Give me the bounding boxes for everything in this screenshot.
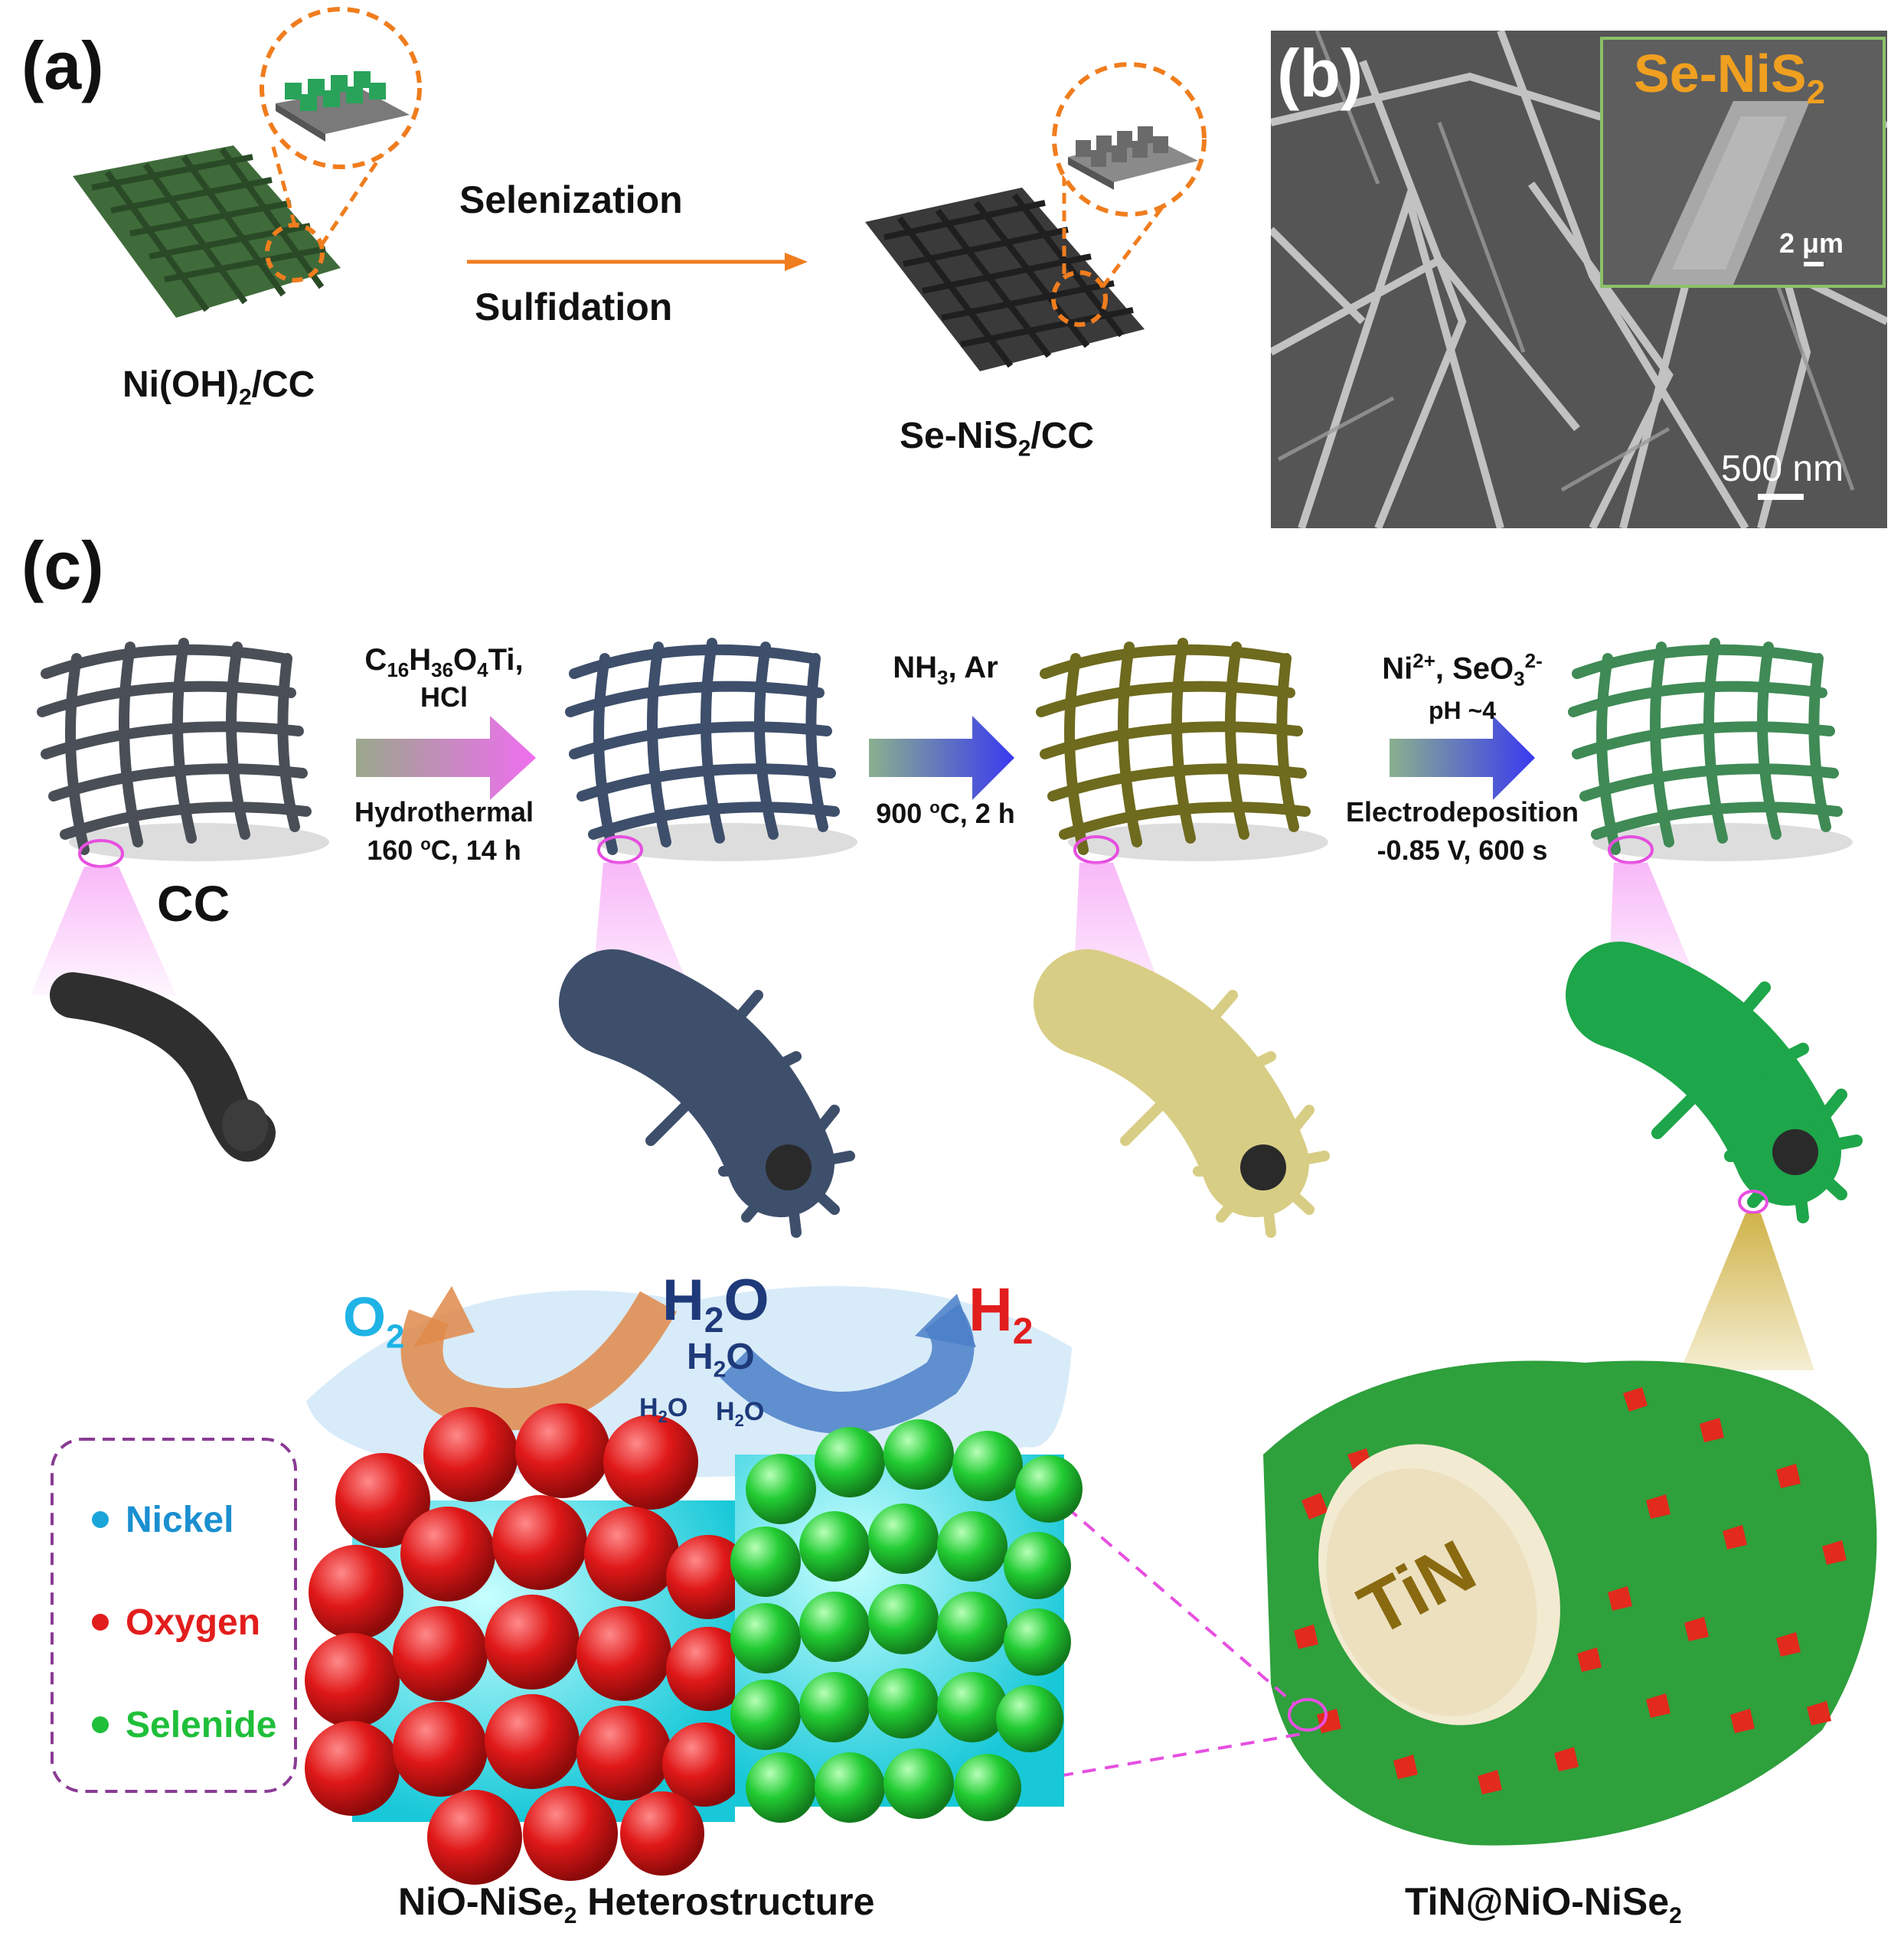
- step1-condition-line2: 160 oC, 14 h: [367, 834, 521, 866]
- legend-label-oxygen: Oxygen: [126, 1602, 261, 1643]
- product-nanorod-fiber: [1566, 942, 1863, 1223]
- bare-fiber-end: [222, 1099, 268, 1151]
- legend-box: [51, 1438, 297, 1793]
- h2o-label-main: H2O: [662, 1268, 769, 1340]
- step2-reagent: NH3, Ar: [893, 651, 998, 689]
- selenide-dot-icon: [92, 1716, 109, 1733]
- inset-title: Se-NiS2: [1634, 44, 1826, 111]
- panel-a-arrow-head: [785, 253, 808, 271]
- nioh2-cc-label: Ni(OH)2/CC: [122, 364, 315, 410]
- zoom-beam: [1680, 1213, 1814, 1370]
- legend: Nickel Oxygen Selenide: [92, 1493, 276, 1752]
- senis2-fabric-illustration: [865, 62, 1207, 371]
- core-shell-illustration: [1263, 1360, 1877, 1846]
- zoom-line-top: [1013, 1461, 1295, 1705]
- legend-item-oxygen: Oxygen: [92, 1595, 276, 1649]
- sem-inset: Se-NiS2 2 μm: [1600, 37, 1886, 288]
- panel-b-label: (b): [1277, 35, 1363, 111]
- step3-reagent: Ni2+, SeO32-: [1382, 649, 1543, 691]
- tin-fabric: [1036, 638, 1328, 861]
- step2-condition: 900 oC, 2 h: [876, 798, 1015, 829]
- o2-label: O2: [343, 1287, 405, 1356]
- core-shell-caption: TiN@NiO-NiSe2: [1405, 1880, 1682, 1928]
- inset-scale-label: 2 μm: [1779, 227, 1844, 259]
- nise2-spheres: [730, 1419, 1083, 1823]
- oer-arrow: [400, 1291, 678, 1431]
- panel-a-label: (a): [21, 28, 104, 103]
- step2-arrow: [869, 716, 1014, 800]
- nioh2-fabric-illustration: [73, 7, 422, 318]
- step1-arrow: [356, 716, 536, 800]
- step3-condition-line2: -0.85 V, 600 s: [1377, 834, 1548, 866]
- step3-condition-line1: Electrodeposition: [1345, 796, 1579, 828]
- product-fabric: [1568, 638, 1853, 861]
- tio2-fabric: [565, 638, 857, 861]
- sulfidation-label: Sulfidation: [475, 286, 673, 328]
- oxygen-dot-icon: [92, 1614, 109, 1631]
- tin-nanorod-fiber: [1034, 949, 1330, 1238]
- heterostructure-caption: NiO-NiSe2 Heterostructure: [398, 1880, 875, 1928]
- cc-label: CC: [157, 875, 230, 932]
- sem-scale-label: 500 nm: [1721, 449, 1844, 489]
- senis2-cc-label: Se-NiS2/CC: [900, 416, 1095, 462]
- step1-condition-line1: Hydrothermal: [354, 796, 534, 828]
- h2o-label-4: H2O: [716, 1397, 765, 1430]
- nio-spheres: [305, 1403, 750, 1885]
- legend-label-selenide: Selenide: [126, 1704, 277, 1745]
- h2o-label-2: H2O: [687, 1337, 755, 1383]
- nickel-dot-icon: [92, 1511, 109, 1528]
- h2o-label-3: H2O: [639, 1393, 688, 1426]
- step1-reagent-line2: HCl: [420, 681, 468, 713]
- sem-scale-bar: [1758, 494, 1804, 500]
- tio2-nanorod-fiber: [559, 949, 855, 1238]
- her-arrow: [720, 1304, 975, 1434]
- legend-label-nickel: Nickel: [126, 1499, 234, 1540]
- h2-label: H2: [968, 1275, 1034, 1352]
- sem-image: Se-NiS2 2 μm 500 nm: [1271, 31, 1887, 528]
- step1-reagent: C16H36O4Ti,: [364, 643, 524, 681]
- legend-item-nickel: Nickel: [92, 1493, 276, 1546]
- step3-ph: pH ~4: [1428, 697, 1497, 724]
- cc-fabric: [37, 638, 329, 861]
- panel-c-label: (c): [21, 527, 104, 603]
- selenization-label: Selenization: [459, 178, 683, 221]
- step3-arrow: [1390, 716, 1535, 800]
- inset-scale-bar: [1804, 262, 1824, 266]
- legend-item-selenide: Selenide: [92, 1698, 276, 1752]
